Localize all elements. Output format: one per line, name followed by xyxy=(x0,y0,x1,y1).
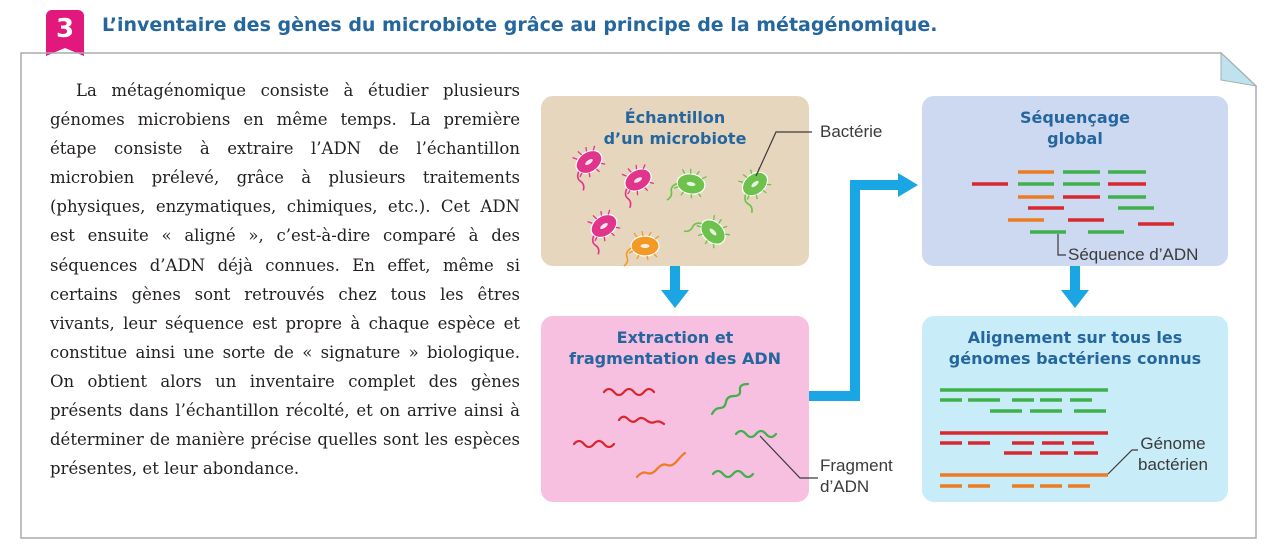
bacterium-orange-icon xyxy=(623,230,660,267)
dna-fragment-red xyxy=(572,439,616,449)
fragment-label: Fragment d’ADN xyxy=(820,455,893,497)
fragment-label-line1: Fragment xyxy=(820,456,893,475)
content-frame xyxy=(20,52,1257,539)
bacterium-pink-icon xyxy=(562,140,613,192)
extraction-title-line1: Extraction et xyxy=(616,328,734,347)
sample-title-line2: d’un microbiote xyxy=(603,129,747,148)
bacterium-green-icon xyxy=(666,164,709,207)
arrow-down-icon xyxy=(661,290,689,308)
bacterium-pink-icon xyxy=(577,204,628,256)
alignment-box: Alignement sur tous les génomes bactérie… xyxy=(922,316,1228,502)
alignment-title: Alignement sur tous les génomes bactérie… xyxy=(922,327,1228,369)
dna-fragment-orange xyxy=(635,451,687,479)
bacterium-green-icon xyxy=(728,162,780,214)
alignment-reads xyxy=(940,388,1108,488)
genome-label-line2: bactérien xyxy=(1138,455,1208,474)
extraction-title: Extraction et fragmentation des ADN xyxy=(541,327,809,369)
sequencing-reads xyxy=(972,170,1174,234)
section-number-badge: 3 xyxy=(46,10,84,48)
dna-fragment-green xyxy=(734,429,778,439)
sequence-label: Séquence d’ADN xyxy=(1068,245,1199,264)
sample-title: Échantillon d’un microbiote xyxy=(541,107,809,149)
bacterie-label: Bactérie xyxy=(820,122,883,141)
document-title: L’inventaire des gènes du microbiote grâ… xyxy=(102,14,938,36)
dna-fragment-green xyxy=(711,469,755,479)
bacterie-leader-line xyxy=(755,131,812,177)
sequencing-title: Séquençage global xyxy=(922,107,1228,149)
badge-tail xyxy=(46,48,84,56)
genome-label: Génome bactérien xyxy=(1138,433,1208,475)
bacterium-green-icon xyxy=(683,205,735,257)
flow-arrows xyxy=(661,173,1089,401)
dna-fragment-green xyxy=(710,382,750,416)
sequencing-box: Séquençage global xyxy=(922,96,1228,266)
arrow-right-icon xyxy=(898,173,918,197)
fragment-leader-line xyxy=(759,435,818,479)
arrow-down-icon xyxy=(1061,290,1089,308)
bacteria-group xyxy=(562,140,780,267)
fragment-label-line2: d’ADN xyxy=(820,477,870,496)
body-paragraph: La métagénomique consiste à étudier plus… xyxy=(50,81,520,479)
bacterium-pink-icon xyxy=(611,159,661,209)
sequencing-title-line2: global xyxy=(1047,129,1103,148)
alignment-title-line2: génomes bactériens connus xyxy=(948,349,1202,368)
sequence-leader-line xyxy=(1057,234,1066,256)
sequencing-title-line1: Séquençage xyxy=(1019,108,1131,127)
sample-title-line1: Échantillon xyxy=(624,108,726,127)
genome-leader-line xyxy=(1107,449,1138,475)
section-number: 3 xyxy=(55,14,75,44)
extraction-title-line2: fragmentation des ADN xyxy=(569,349,781,368)
alignment-title-line1: Alignement sur tous les xyxy=(967,328,1183,347)
dna-fragment-red xyxy=(602,387,656,397)
dna-fragment-red xyxy=(617,415,666,426)
genome-label-line1: Génome xyxy=(1140,434,1206,453)
dna-fragments-group xyxy=(572,382,778,479)
extraction-box: Extraction et fragmentation des ADN xyxy=(541,316,809,502)
